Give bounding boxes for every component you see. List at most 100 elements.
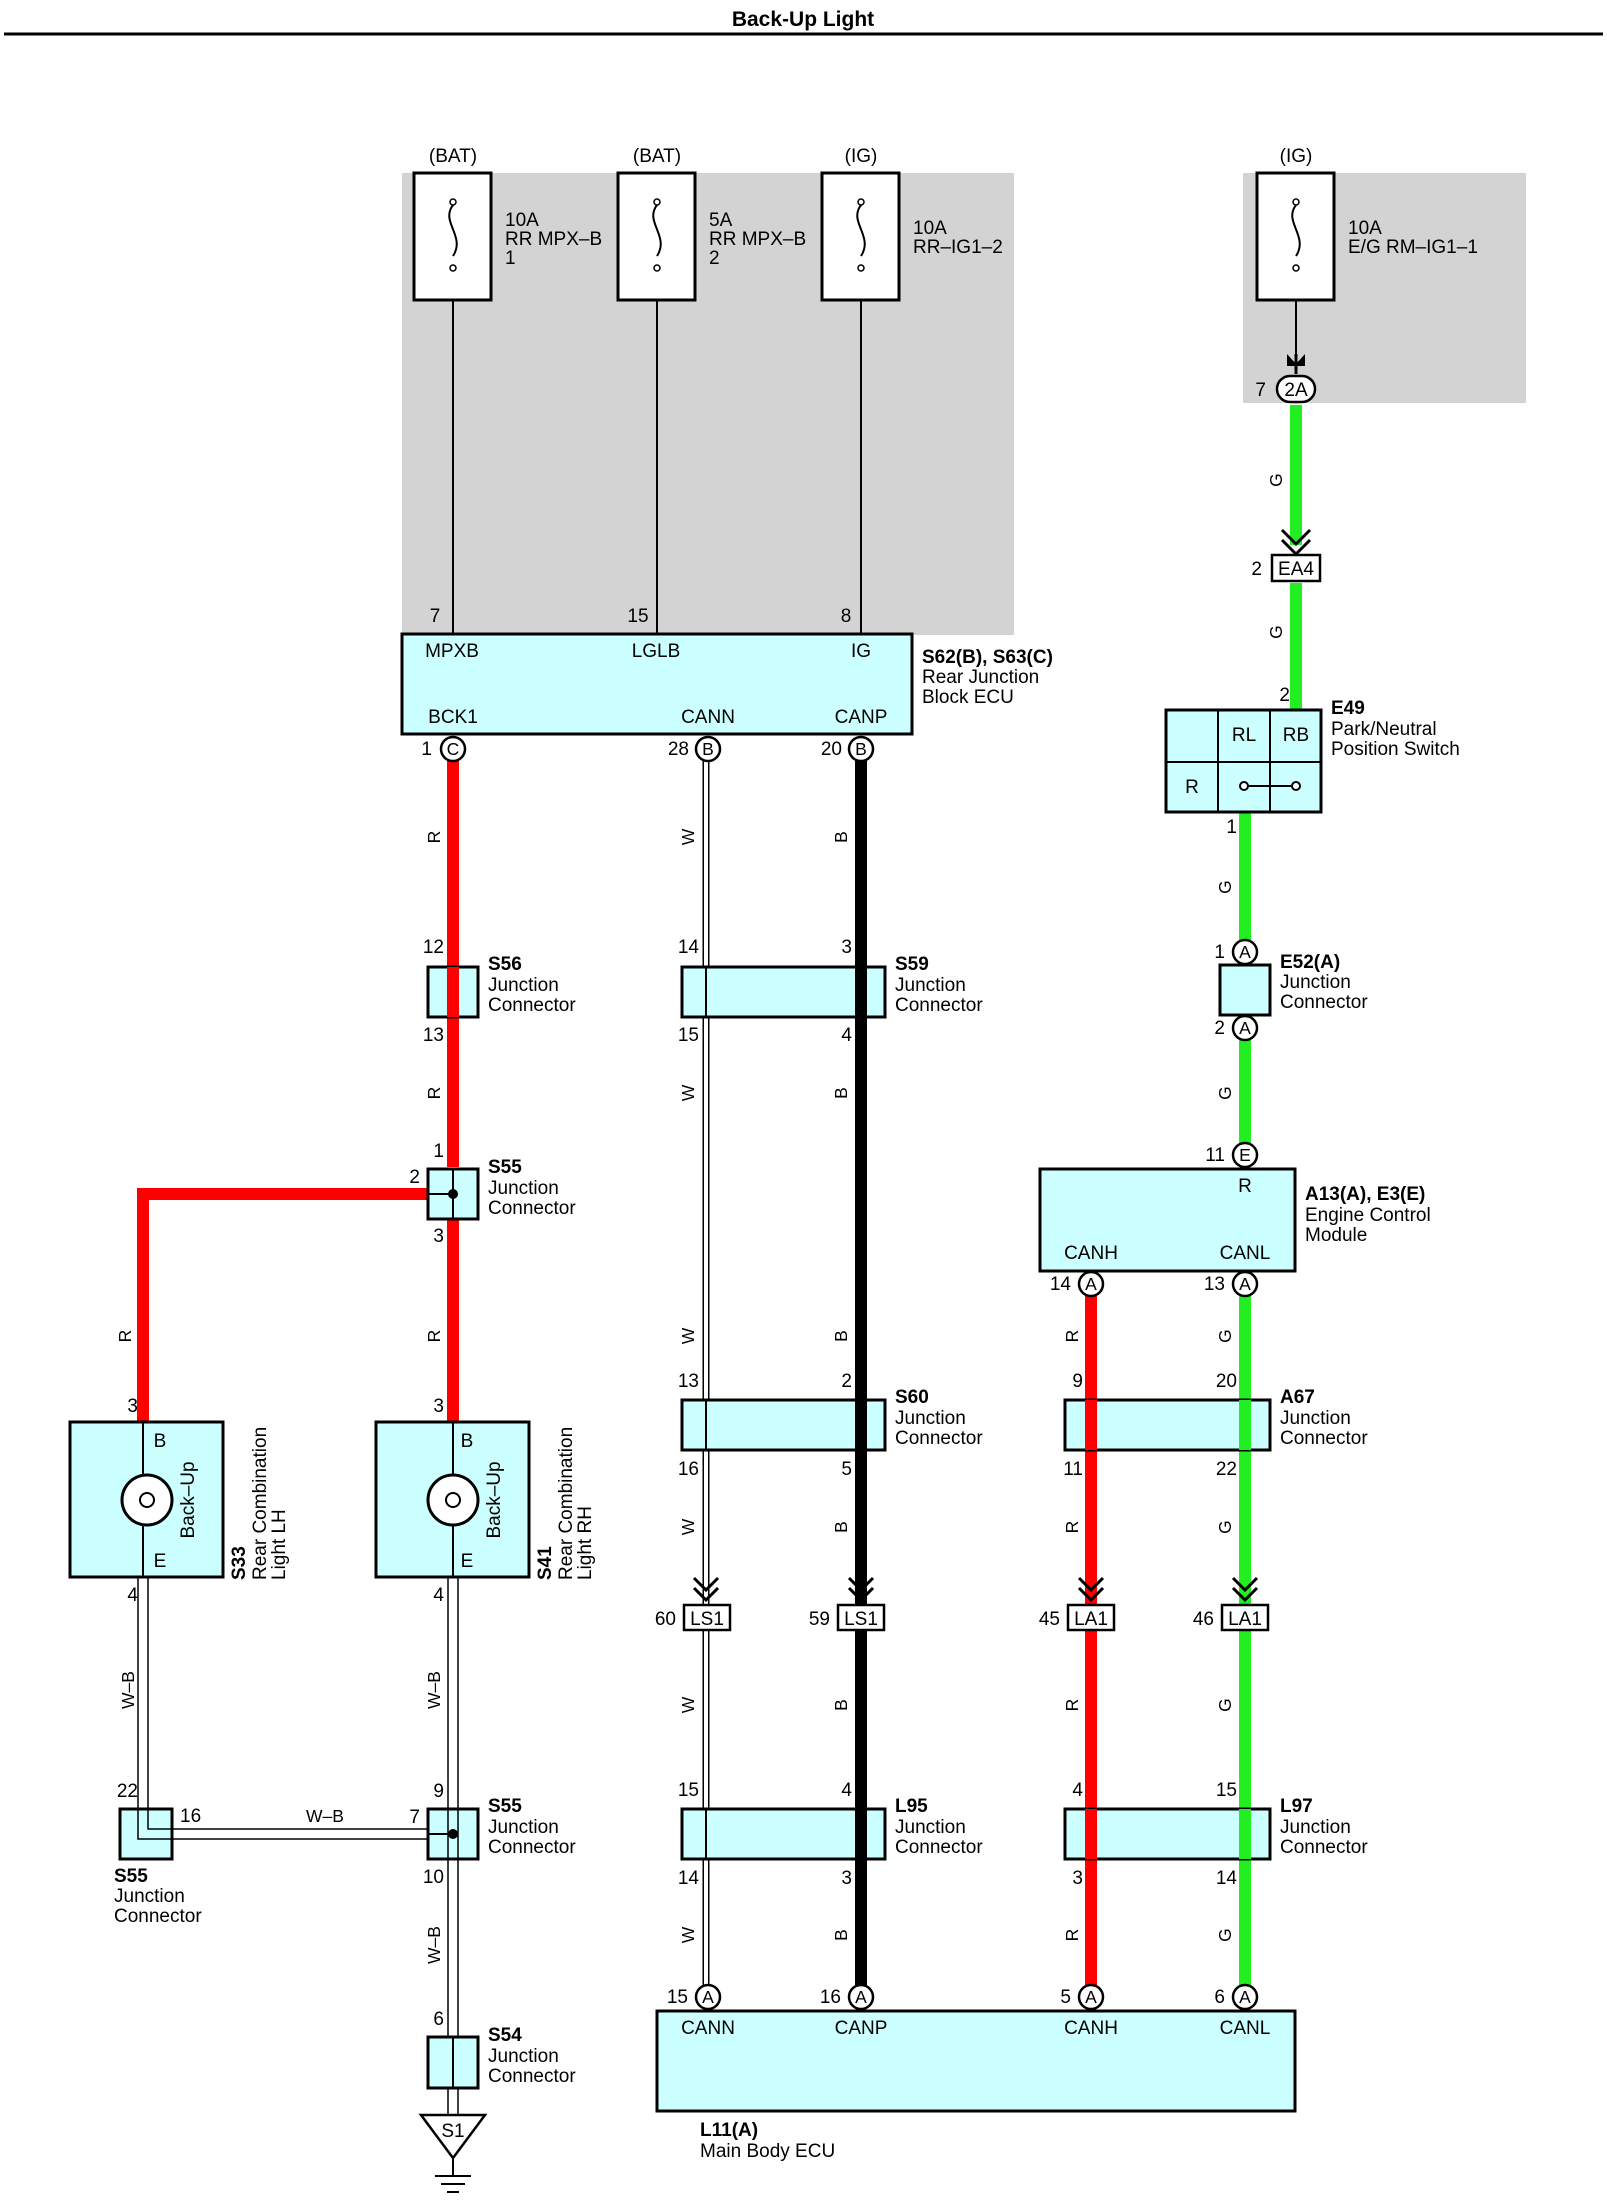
mbecu-id: L11(A): [700, 2120, 758, 2141]
jb-conn-b2: B: [847, 735, 875, 763]
s60-name2: Connector: [895, 1428, 983, 1449]
la1-r-pin: 45: [1039, 1609, 1060, 1630]
jb-term-bck1: BCK1: [428, 707, 478, 728]
junction-s55-lower: [426, 1807, 480, 1861]
svg-text:S1: S1: [441, 2121, 464, 2142]
s56-pin-top: 12: [423, 937, 444, 958]
wire-label-wb: W–B: [118, 1671, 138, 1709]
wire-label-g: G: [1215, 1520, 1235, 1534]
e49-name1: Park/Neutral: [1331, 719, 1437, 740]
junction-s55-upper: [426, 1167, 480, 1221]
s55a-pin-bottom: 3: [433, 1226, 444, 1247]
wire-label-w: W: [678, 1518, 698, 1535]
wire-label-b: B: [831, 1521, 851, 1533]
mbecu-pin-cann: 15: [667, 1987, 688, 2008]
wire-label-w: W: [678, 828, 698, 845]
wire-label-g: G: [1266, 473, 1286, 487]
wire-label-g: G: [1215, 1086, 1235, 1100]
svg-text:A: A: [1085, 1274, 1097, 1294]
mbecu-pin-canl: 6: [1214, 1987, 1225, 2008]
jb-conn-c: C: [439, 735, 467, 763]
wire-label-b: B: [831, 1699, 851, 1711]
ecm-name1: Engine Control: [1305, 1205, 1431, 1226]
l95-pin-br: 3: [841, 1868, 852, 1889]
wire-label-r: R: [1062, 1330, 1082, 1343]
s55a-pin-top: 1: [433, 1141, 444, 1162]
junction-e52: A A: [1218, 938, 1272, 1042]
engine-control-module: E R CANH CANL A A: [1038, 1141, 1297, 1298]
e52-id: E52(A): [1280, 952, 1340, 973]
rear-combination-light-lh: B E Back–Up: [68, 1420, 225, 1579]
jb-term-mpxb: MPXB: [425, 641, 479, 662]
lh-term-b: B: [154, 1431, 167, 1452]
svg-text:LA1: LA1: [1228, 1609, 1262, 1630]
svg-text:A: A: [1085, 1987, 1097, 2007]
wire-label-wb: W–B: [424, 1671, 444, 1709]
s55c-id: S55: [114, 1866, 148, 1887]
s59-pin-tl: 14: [678, 937, 700, 958]
s56-name2: Connector: [488, 995, 576, 1016]
wire-label-w: W: [678, 1084, 698, 1101]
rh-term-e: E: [461, 1551, 474, 1572]
lh-pin-top: 3: [127, 1396, 138, 1417]
wire-label-b: B: [831, 831, 851, 843]
svg-text:B: B: [855, 739, 867, 759]
svg-text:C: C: [447, 739, 460, 759]
junction-s55-left: [118, 1807, 174, 1861]
s56-id: S56: [488, 954, 522, 975]
fuse-name-1: RR MPX–B: [505, 229, 602, 250]
junction-s54: [426, 2035, 480, 2090]
connector-2a: 2A: [1275, 354, 1317, 404]
mbecu-pin-canp: 16: [820, 1987, 841, 2008]
wire-label-r: R: [1062, 1521, 1082, 1534]
fuse-rr-mpx-b-2: [616, 171, 697, 302]
e52-pin-top: 1: [1214, 942, 1225, 963]
mbecu-pin-canh: 5: [1060, 1987, 1071, 2008]
wire-label-g: G: [1215, 1698, 1235, 1712]
junction-s59: [680, 965, 887, 1019]
svg-text:A: A: [1239, 942, 1251, 962]
wire-label-w: W: [678, 1926, 698, 1943]
wire-label-wb: W–B: [424, 1926, 444, 1964]
l95-pin-tl: 15: [678, 1780, 699, 1801]
wire-wb-ground: [137, 1577, 459, 2115]
jb-term-ig: IG: [851, 641, 871, 662]
e49-id: E49: [1331, 698, 1365, 719]
s54-name2: Connector: [488, 2066, 576, 2087]
l95-name1: Junction: [895, 1817, 966, 1838]
rear-junction-block-ecu: MPXB LGLB IG BCK1 CANN CANP: [400, 632, 914, 736]
svg-text:EA4: EA4: [1278, 559, 1314, 580]
fuse-rr-ig1-2: [820, 171, 901, 302]
fuse-eg-rm-ig1-1: [1255, 171, 1336, 302]
s55a-id: S55: [488, 1157, 522, 1178]
fuse-supply-3: (IG): [845, 146, 878, 167]
mbecu-term-canl: CANL: [1220, 2018, 1271, 2039]
wire-label-g: G: [1215, 1329, 1235, 1343]
svg-text:A: A: [1239, 1987, 1251, 2007]
e52-pin-bottom: 2: [1214, 1018, 1225, 1039]
jb-name2: Block ECU: [922, 687, 1014, 708]
s54-name1: Junction: [488, 2046, 559, 2067]
l97-pin-br: 14: [1216, 1868, 1238, 1889]
s55b-pin-left: 7: [409, 1807, 420, 1828]
la1-g-pin: 46: [1193, 1609, 1214, 1630]
rh-term-b: B: [461, 1431, 474, 1452]
s60-pin-br: 5: [841, 1459, 852, 1480]
ls1-b-pin: 59: [809, 1609, 830, 1630]
ecm-pin-canl: 13: [1204, 1274, 1225, 1295]
switch-rb: RB: [1283, 725, 1309, 746]
wire-label-r: R: [424, 1330, 444, 1343]
connector-ea4: EA4: [1270, 528, 1322, 583]
ecm-term-canl: CANL: [1220, 1243, 1271, 1264]
connector-2a-pin: 7: [1255, 380, 1266, 401]
s60-pin-bl: 16: [678, 1459, 699, 1480]
s55c-name2: Connector: [114, 1906, 202, 1927]
s55c-name1: Junction: [114, 1886, 185, 1907]
rear-combination-light-rh: B E Back–Up: [374, 1420, 531, 1579]
s55b-pin-top: 9: [433, 1781, 444, 1802]
fuse-amp-4: 10A: [1348, 218, 1382, 239]
s60-name1: Junction: [895, 1408, 966, 1429]
s55c-pin-top: 22: [117, 1781, 138, 1802]
jb-pin-ig: 8: [841, 606, 852, 627]
